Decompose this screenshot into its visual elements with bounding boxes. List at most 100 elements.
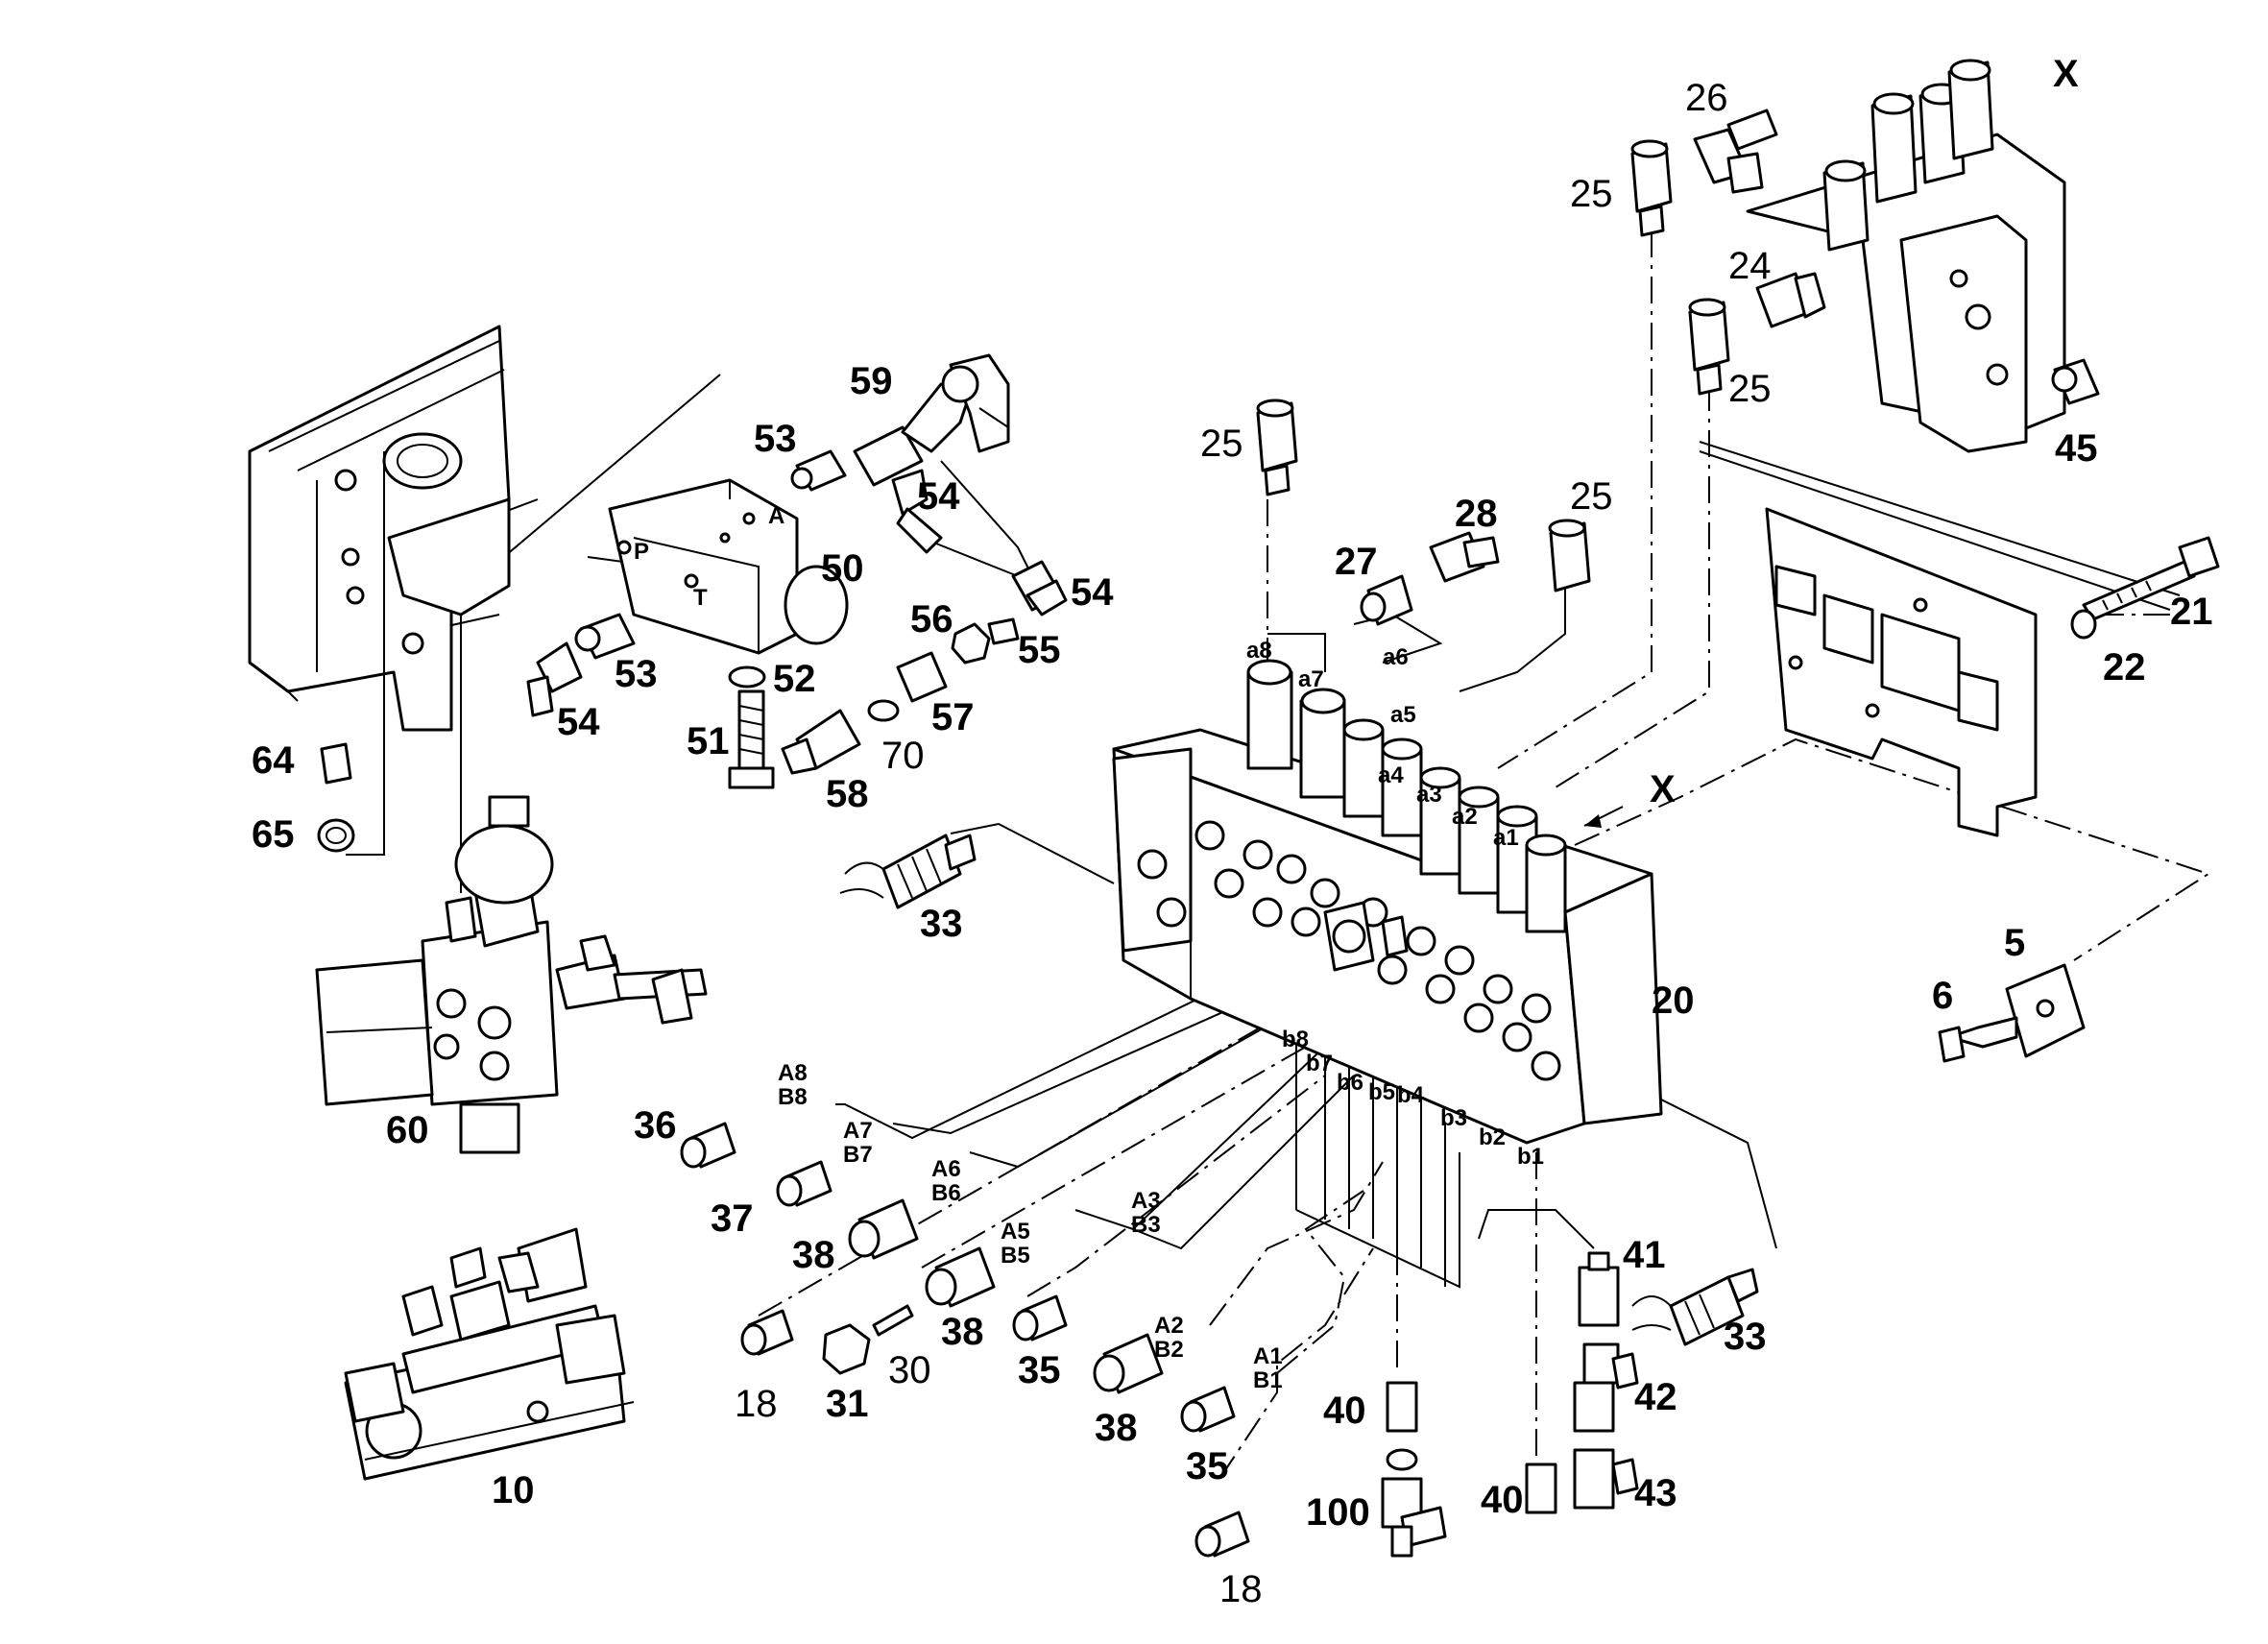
label-25-upper: 25 [1570, 173, 1613, 215]
port-a4: a4 [1378, 762, 1404, 788]
lower-port-fittings [680, 1122, 1639, 1558]
port-label-a: A [768, 503, 784, 529]
port-B5: B5 [1001, 1243, 1030, 1269]
top-fittings [1256, 109, 2100, 626]
label-55: 55 [1018, 629, 1061, 671]
filter-33-right [1631, 1268, 1759, 1346]
port-b2: b2 [1479, 1124, 1506, 1150]
label-50: 50 [821, 547, 864, 590]
label-27: 27 [1335, 541, 1378, 583]
label-41: 41 [1623, 1234, 1666, 1276]
port-a7: a7 [1298, 666, 1324, 692]
label-38-c: 38 [1095, 1407, 1138, 1449]
port-A3: A3 [1131, 1188, 1161, 1214]
port-a6: a6 [1383, 644, 1409, 670]
port-A1: A1 [1253, 1343, 1283, 1369]
label-65: 65 [252, 813, 295, 856]
port-label-p: P [634, 539, 649, 565]
label-64: 64 [252, 739, 295, 782]
label-54-lower: 54 [557, 701, 600, 743]
label-25-lower: 25 [1728, 368, 1772, 410]
label-40-a: 40 [1323, 1390, 1366, 1432]
port-B6: B6 [931, 1180, 961, 1206]
label-25-mid: 25 [1570, 475, 1613, 518]
label-100: 100 [1306, 1491, 1370, 1534]
label-56: 56 [910, 598, 953, 641]
port-a2: a2 [1452, 804, 1478, 830]
port-B2: B2 [1154, 1337, 1184, 1363]
port-a1: a1 [1493, 825, 1519, 851]
label-38-b: 38 [941, 1311, 984, 1353]
port-b1: b1 [1517, 1144, 1544, 1170]
label-59: 59 [850, 360, 893, 402]
label-33-right: 33 [1724, 1316, 1767, 1358]
label-33-left: 33 [920, 903, 963, 945]
port-A5: A5 [1001, 1219, 1030, 1245]
port-b4: b4 [1397, 1082, 1425, 1108]
label-6: 6 [1932, 975, 1953, 1017]
label-53-lower: 53 [615, 653, 658, 695]
label-38-a: 38 [792, 1234, 835, 1276]
port-A2: A2 [1154, 1313, 1184, 1339]
label-54-right: 54 [1071, 571, 1114, 614]
port-b8: b8 [1282, 1027, 1309, 1052]
label-54-upper: 54 [917, 475, 960, 518]
label-43: 43 [1634, 1472, 1677, 1514]
port-b5: b5 [1368, 1079, 1395, 1105]
label-x-top: X [2053, 53, 2079, 95]
label-57: 57 [931, 696, 975, 738]
cover-plate-5-bolt-6 [1938, 963, 2086, 1063]
port-a8: a8 [1246, 638, 1272, 664]
port-B1: B1 [1253, 1367, 1283, 1393]
view-x-detail-block [1746, 59, 2066, 453]
port-a3: a3 [1416, 782, 1442, 808]
main-valve-block-20 [1112, 659, 1663, 1145]
port-A6: A6 [931, 1156, 961, 1182]
label-35-b: 35 [1186, 1445, 1229, 1487]
label-37: 37 [711, 1197, 754, 1240]
label-28: 28 [1455, 493, 1498, 535]
label-51: 51 [687, 720, 730, 762]
valve-unit-10 [344, 1227, 635, 1481]
bolt-21-washer-22 [2070, 536, 2220, 640]
label-42: 42 [1634, 1376, 1677, 1418]
label-60: 60 [386, 1109, 429, 1151]
port-A8: A8 [778, 1060, 808, 1086]
label-20: 20 [1652, 979, 1695, 1022]
label-40-b: 40 [1481, 1479, 1524, 1521]
label-18-a: 18 [735, 1383, 778, 1425]
label-30: 30 [888, 1349, 931, 1391]
label-45: 45 [2055, 427, 2098, 470]
part-number-labels: 26 X 25 24 25 45 25 25 28 27 21 22 20 5 … [252, 53, 2213, 1610]
solenoid-valve-50: P T A [608, 478, 849, 655]
label-53-upper: 53 [754, 418, 797, 460]
port-B3: B3 [1131, 1212, 1161, 1238]
label-25-left: 25 [1200, 423, 1243, 465]
port-labels: a8 a7 a6 a5 a4 a3 a2 a1 b8 b7 b6 b5 b4 b… [778, 638, 1544, 1393]
label-35-a: 35 [1018, 1349, 1061, 1391]
label-22: 22 [2103, 646, 2146, 689]
port-A7: A7 [843, 1118, 873, 1144]
view-arrow-head [1584, 814, 1602, 828]
solenoid-caps [1246, 659, 1567, 933]
label-10: 10 [492, 1469, 535, 1511]
port-B7: B7 [843, 1142, 873, 1168]
label-5: 5 [2004, 922, 2025, 964]
label-58: 58 [826, 773, 869, 815]
label-26: 26 [1685, 77, 1728, 119]
label-x-arrow: X [1650, 768, 1676, 810]
label-18-b: 18 [1219, 1568, 1263, 1610]
cab-bracket-frame [248, 325, 511, 732]
valve-unit-60 [315, 795, 708, 1154]
mounting-bracket-plate [1699, 441, 2181, 837]
label-24: 24 [1728, 245, 1772, 287]
label-21: 21 [2170, 591, 2213, 633]
port-b3: b3 [1440, 1105, 1467, 1131]
solenoid-fittings [317, 353, 1068, 853]
port-B8: B8 [778, 1084, 808, 1110]
label-31: 31 [826, 1383, 869, 1425]
label-36: 36 [634, 1104, 677, 1147]
filter-33-left [839, 834, 977, 909]
port-b7: b7 [1306, 1051, 1333, 1076]
